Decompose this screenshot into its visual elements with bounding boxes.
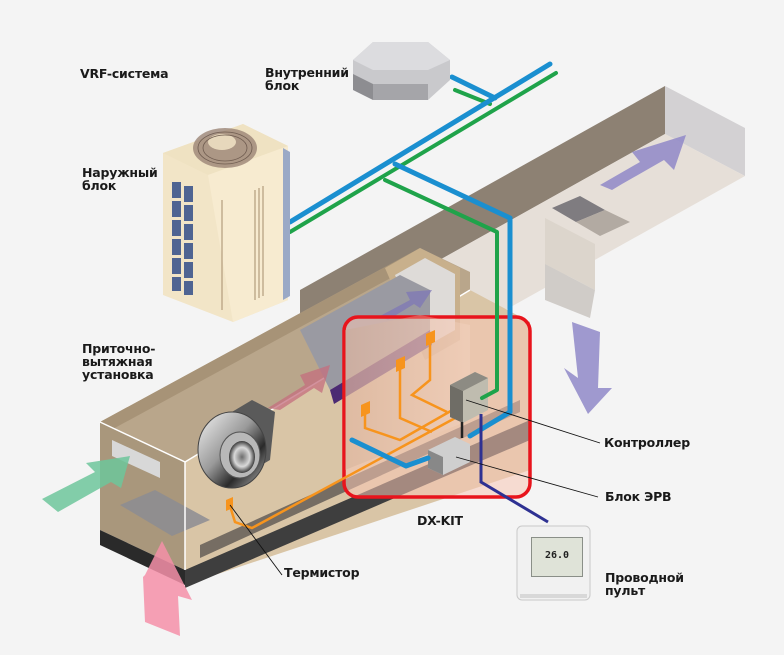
supply-air-arrow-inner — [268, 365, 330, 410]
supply-air-arrow-inner-2 — [380, 290, 432, 320]
label-outdoor-unit: Наружный блок — [82, 165, 158, 193]
outside-air-arrow — [42, 456, 130, 512]
label-indoor-unit: Внутренний блок — [265, 65, 349, 93]
thermistor-sensor — [226, 497, 233, 511]
label-air-handling-unit: Приточно- вытяжная установка — [82, 341, 156, 382]
fan-icon — [197, 400, 275, 489]
leader-lines — [229, 399, 601, 576]
outdoor-unit — [163, 124, 290, 322]
label-controller: Контроллер — [604, 435, 690, 450]
control-cable — [479, 414, 549, 524]
label-wired-remote: Проводной пульт — [605, 570, 684, 598]
label-vrf-system: VRF-система — [80, 66, 169, 81]
label-eev-block: Блок ЭРВ — [605, 489, 672, 504]
remote-display: 26.0 — [531, 537, 583, 577]
intake-air-arrow — [143, 541, 192, 636]
label-thermistor: Термистор — [284, 565, 360, 580]
label-dx-kit: DX-KIT — [417, 513, 463, 528]
refrigerant-pipes — [287, 61, 558, 469]
exhaust-air-arrow — [600, 135, 686, 190]
remote-temperature: 26.0 — [545, 550, 570, 561]
dx-kit-internals — [226, 315, 488, 530]
indoor-unit — [353, 42, 450, 100]
discharge-air-arrow — [564, 322, 612, 414]
